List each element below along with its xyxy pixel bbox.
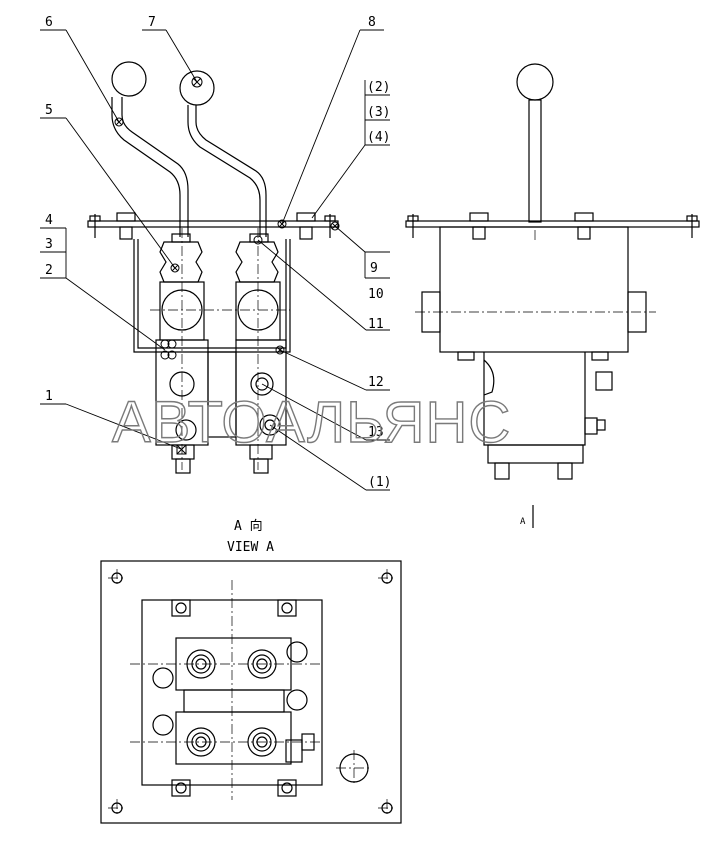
callout-2: 2: [45, 263, 53, 278]
valve-body-center: [207, 351, 237, 438]
callout-labels: 6 7 8 5 (2) (3) (4) 4 3 2 9 10 11 12 1 1…: [45, 15, 526, 555]
view-a-centerlines: [108, 569, 396, 817]
callout-p4: (4): [367, 130, 390, 145]
side-mounting-plate: [405, 220, 700, 228]
side-plate-bolts: [407, 212, 698, 240]
section-arrow-label: A: [520, 517, 526, 527]
view-caption-en: VIEW A: [227, 540, 274, 555]
side-nut-left: [457, 351, 475, 361]
callout-11: 11: [368, 317, 384, 332]
callout-9: 9: [370, 261, 378, 276]
callout-6: 6: [45, 15, 53, 30]
callout-3: 3: [45, 237, 53, 252]
boot-collar-left: [171, 233, 191, 243]
port-right-upper: [250, 372, 274, 396]
port-right-lower-inner: [264, 419, 276, 431]
boot-collar-right: [249, 233, 269, 243]
mounting-plate: [87, 220, 339, 228]
handle-knob-left: [111, 61, 147, 97]
side-base: [487, 444, 584, 464]
port-left-lower: [175, 419, 197, 441]
handle-rod-right: [187, 105, 267, 237]
callout-p3: (3): [367, 105, 390, 120]
callout-7: 7: [148, 15, 156, 30]
callout-8: 8: [368, 15, 376, 30]
callout-4: 4: [45, 213, 53, 228]
rubber-boot-left: [159, 241, 203, 283]
callout-10: 10: [368, 287, 384, 302]
port-right-upper-inner: [255, 377, 269, 391]
plate-bolts: [89, 212, 336, 240]
view-a-bolts: [111, 572, 393, 814]
view-a-valve-mid: [183, 689, 285, 713]
side-fitting-upper: [595, 371, 613, 391]
port-right-lower: [259, 414, 281, 436]
bottom-nut-right: [253, 458, 269, 474]
side-bottom-nut-right: [557, 462, 573, 480]
bracket-frame: [133, 239, 291, 353]
view-caption-cn: A 向: [234, 518, 263, 534]
side-nut-right: [591, 351, 609, 361]
callout-13: 13: [368, 425, 384, 440]
callout-p1: (1): [368, 475, 391, 490]
front-centerlines: [150, 228, 290, 470]
bottom-nut-left: [175, 458, 191, 474]
side-centerlines: [415, 230, 656, 313]
side-fitting-tip: [596, 419, 606, 431]
callout-p2: (2): [367, 80, 390, 95]
handle-rod-left: [111, 97, 189, 237]
watermark-text: АВТОАЛЬЯНС: [112, 390, 511, 455]
side-view: [405, 63, 700, 528]
handle-knob-right: [179, 70, 215, 106]
callout-5: 5: [45, 103, 53, 118]
side-fitting-lower: [584, 417, 598, 435]
callout-12: 12: [368, 375, 384, 390]
callout-1: 1: [45, 389, 53, 404]
side-handle-rod: [528, 99, 542, 223]
leader-lines: [40, 29, 390, 491]
view-a-base-plate: [100, 560, 402, 824]
view-a: [100, 560, 402, 824]
side-handle-knob: [516, 63, 554, 101]
side-bottom-nut-left: [494, 462, 510, 480]
side-housing: [439, 226, 629, 353]
rubber-boot-right: [235, 241, 279, 283]
